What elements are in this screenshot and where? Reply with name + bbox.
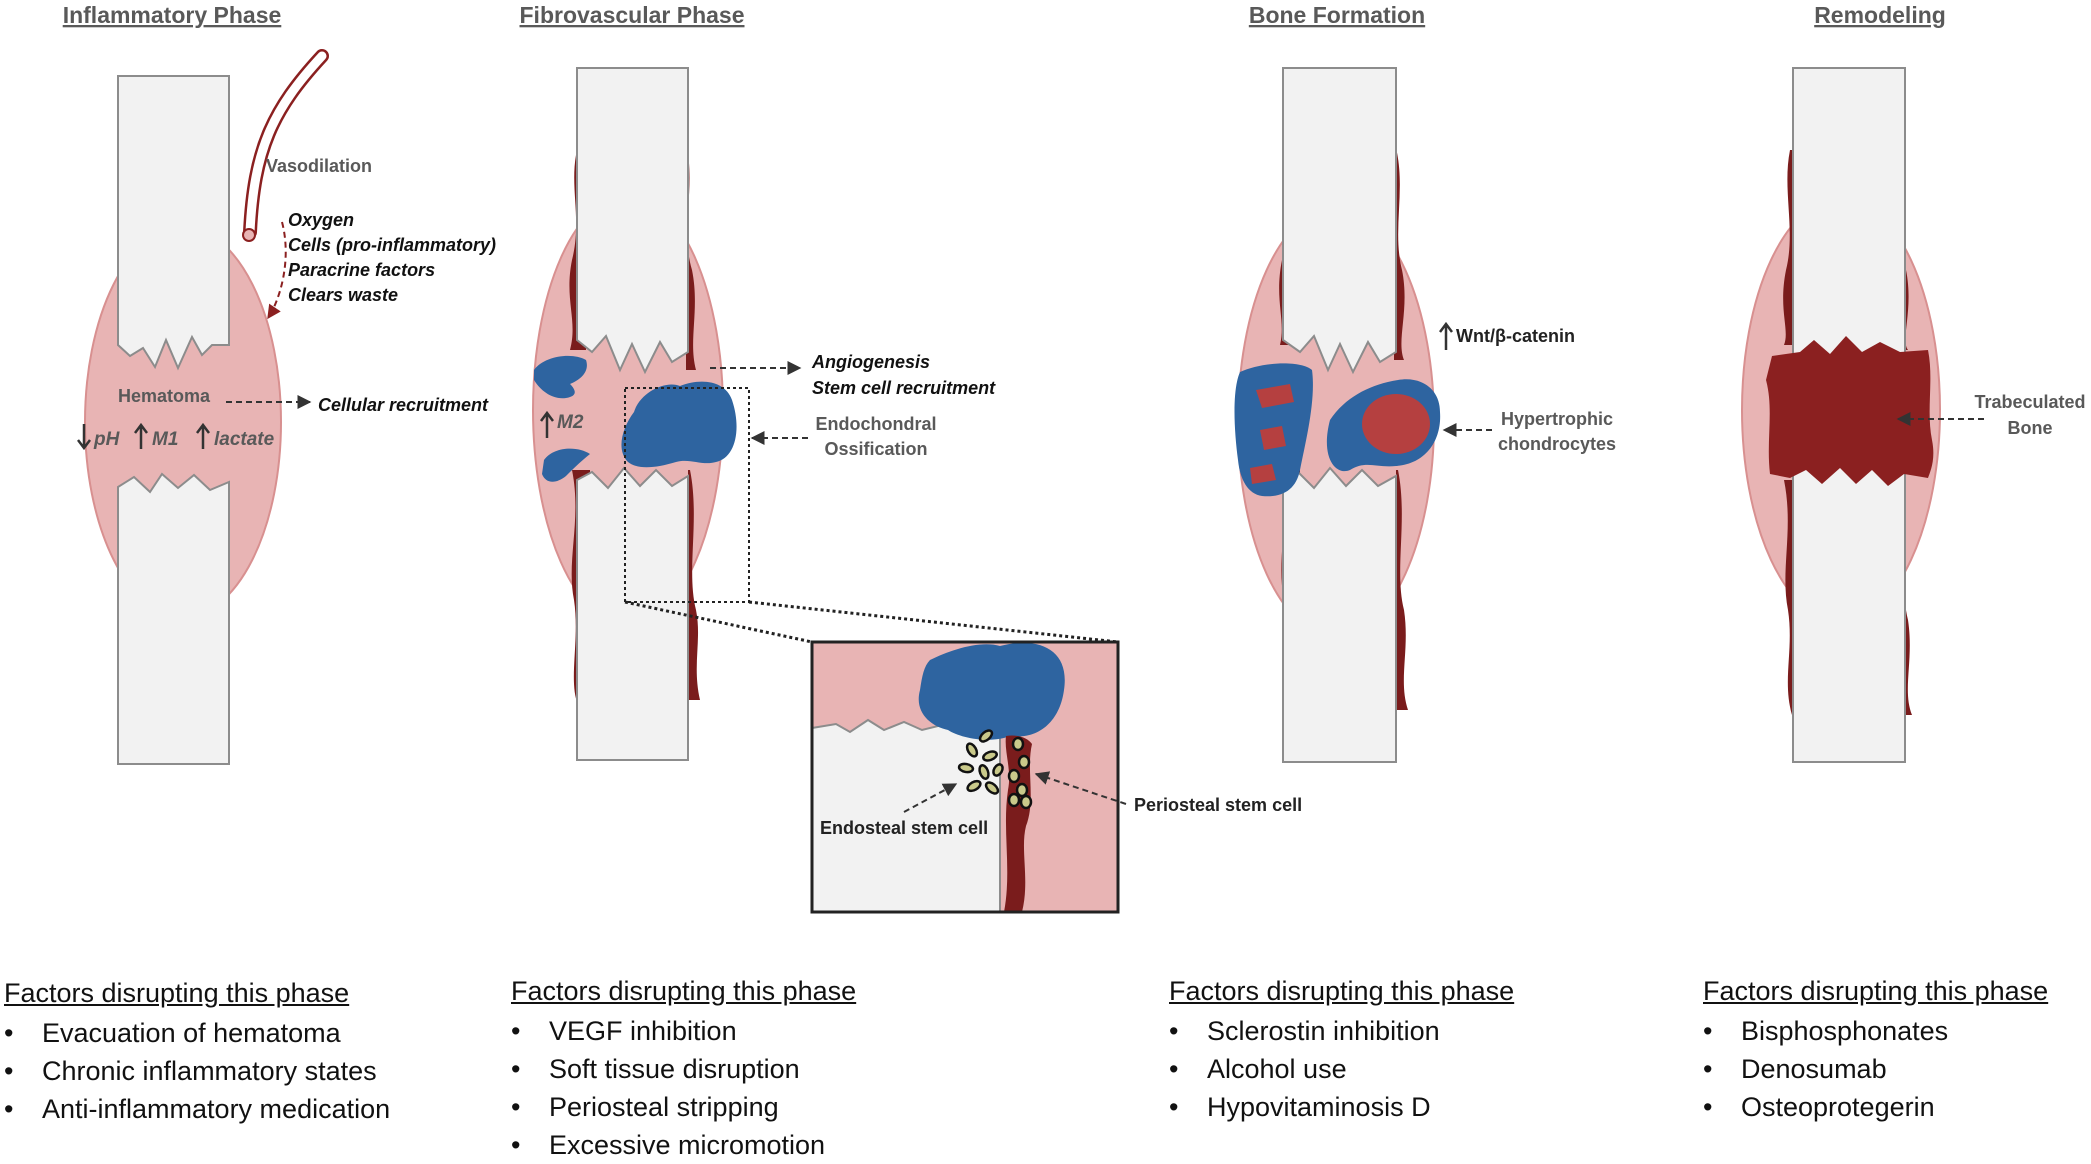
lactate-label: lactate	[214, 429, 275, 450]
factor-item: Sclerostin inhibition	[1169, 1012, 1639, 1050]
upper-bone-fragment	[1792, 67, 1906, 369]
periosteal-arrow	[1034, 771, 1127, 805]
panel-fibrovascular: M2 Angiogenesis Stem cell recruitment En…	[532, 67, 1119, 761]
title-remodeling: Remodeling	[1814, 2, 1946, 28]
cartilage-callus	[621, 381, 737, 468]
factors-heading: Factors disrupting this phase	[1169, 976, 1515, 1006]
title-inflammatory: Inflammatory Phase	[63, 2, 282, 28]
lower-bone-fragment	[117, 472, 230, 765]
inset-cartilage	[918, 642, 1065, 740]
effect-oxygen: Oxygen	[288, 210, 354, 230]
panel-inflammatory: Vasodilation Oxygen Cells (pro-inflammat…	[77, 49, 496, 765]
factor-item: Anti-inflammatory medication	[4, 1090, 474, 1128]
effect-paracrine: Paracrine factors	[288, 260, 435, 280]
factors-remodeling: Factors disrupting this phase Bisphospho…	[1703, 976, 2083, 1126]
factor-item: Alcohol use	[1169, 1050, 1639, 1088]
upper-bone-fragment	[1282, 67, 1397, 375]
inset-zoom: Endosteal stem cell Periosteal stem cell	[810, 640, 1302, 914]
endosteal-stem-cells	[957, 729, 1004, 795]
hematoma-label: Hematoma	[118, 386, 211, 406]
factors-inflammatory: Factors disrupting this phase Evacuation…	[4, 978, 474, 1128]
up-arrow-icon	[1439, 321, 1453, 350]
factor-item: Chronic inflammatory states	[4, 1052, 474, 1090]
zoom-connector-left	[624, 600, 813, 644]
factor-item: Excessive micromotion	[511, 1126, 981, 1164]
factors-list: Sclerostin inhibition Alcohol use Hypovi…	[1169, 1012, 1639, 1126]
vasodilation-label: Vasodilation	[266, 156, 372, 176]
stem-cell-recruitment-label: Stem cell recruitment	[812, 378, 996, 398]
bone-island-1	[1256, 384, 1294, 408]
endochondral-label-2: Ossification	[824, 439, 927, 459]
factor-item: Bisphosphonates	[1703, 1012, 2083, 1050]
panel-remodeling: Trabeculated Bone	[1741, 67, 2086, 763]
factors-heading: Factors disrupting this phase	[511, 976, 857, 1006]
title-bone-formation: Bone Formation	[1249, 2, 1425, 28]
ph-label: pH	[93, 429, 121, 450]
bone-island-2	[1260, 426, 1286, 450]
title-fibrovascular: Fibrovascular Phase	[520, 2, 745, 28]
down-arrow-icon	[77, 424, 91, 451]
effect-cells: Cells (pro-inflammatory)	[288, 235, 496, 255]
trabeculated-label-1: Trabeculated	[1974, 392, 2085, 412]
factors-fibrovascular: Factors disrupting this phase VEGF inhib…	[511, 976, 981, 1164]
lower-bone-fragment	[1282, 466, 1397, 763]
periosteal-label: Periosteal stem cell	[1134, 795, 1302, 815]
angiogenesis-label: Angiogenesis	[811, 352, 930, 372]
m1-label: M1	[152, 429, 178, 450]
zoom-connector-right	[748, 600, 1119, 644]
wnt-label: Wnt/β-catenin	[1456, 326, 1575, 346]
factor-item: Evacuation of hematoma	[4, 1014, 474, 1052]
m2-label: M2	[557, 412, 584, 433]
factors-list: Evacuation of hematoma Chronic inflammat…	[4, 1014, 474, 1128]
cartilage-blob-left-upper	[534, 355, 587, 399]
effect-clears-waste: Clears waste	[288, 285, 398, 305]
up-arrow-icon	[196, 422, 210, 449]
cellular-recruitment-label: Cellular recruitment	[318, 395, 489, 415]
zoom-selection-box	[624, 387, 750, 603]
factor-item: VEGF inhibition	[511, 1012, 981, 1050]
vessel-dashed-arrow	[267, 221, 287, 320]
factor-item: Osteoprotegerin	[1703, 1088, 2083, 1126]
hypertrophic-label-1: Hypertrophic	[1501, 409, 1613, 429]
hypertrophic-label-2: chondrocytes	[1498, 434, 1616, 454]
hypertrophic-chondrocytes	[1362, 394, 1430, 454]
factors-heading: Factors disrupting this phase	[4, 978, 350, 1008]
endosteal-label: Endosteal stem cell	[820, 818, 988, 838]
inset-frame	[810, 640, 1120, 914]
factors-list: VEGF inhibition Soft tissue disruption P…	[511, 1012, 981, 1164]
up-arrow-icon	[540, 410, 554, 438]
lower-bone-fragment	[1792, 465, 1906, 763]
factor-item: Denosumab	[1703, 1050, 2083, 1088]
factor-item: Hypovitaminosis D	[1169, 1088, 1639, 1126]
periosteum-right	[686, 140, 700, 700]
up-arrow-icon	[134, 422, 148, 449]
factors-heading: Factors disrupting this phase	[1703, 976, 2049, 1006]
factor-item: Periosteal stripping	[511, 1088, 981, 1126]
panel-bone-formation: Wnt/β-catenin Hypertrophic chondrocytes	[1234, 67, 1616, 763]
vessel-opening	[242, 228, 256, 242]
factors-bone-formation: Factors disrupting this phase Sclerostin…	[1169, 976, 1639, 1126]
factors-list: Bisphosphonates Denosumab Osteoprotegeri…	[1703, 1012, 2083, 1126]
inset-bone	[811, 718, 1001, 913]
lower-bone-fragment	[576, 466, 689, 761]
upper-bone-fragment	[117, 75, 230, 371]
periosteal-stem-cells	[1007, 736, 1033, 810]
periosteum-right	[1394, 148, 1408, 710]
cartilage-blob-left-lower	[542, 448, 590, 482]
endochondral-label-1: Endochondral	[816, 414, 937, 434]
trabeculated-bone	[1766, 336, 1934, 486]
factor-item: Soft tissue disruption	[511, 1050, 981, 1088]
bone-island-3	[1250, 464, 1276, 484]
upper-bone-fragment	[576, 67, 689, 375]
trabeculated-label-2: Bone	[2008, 418, 2053, 438]
